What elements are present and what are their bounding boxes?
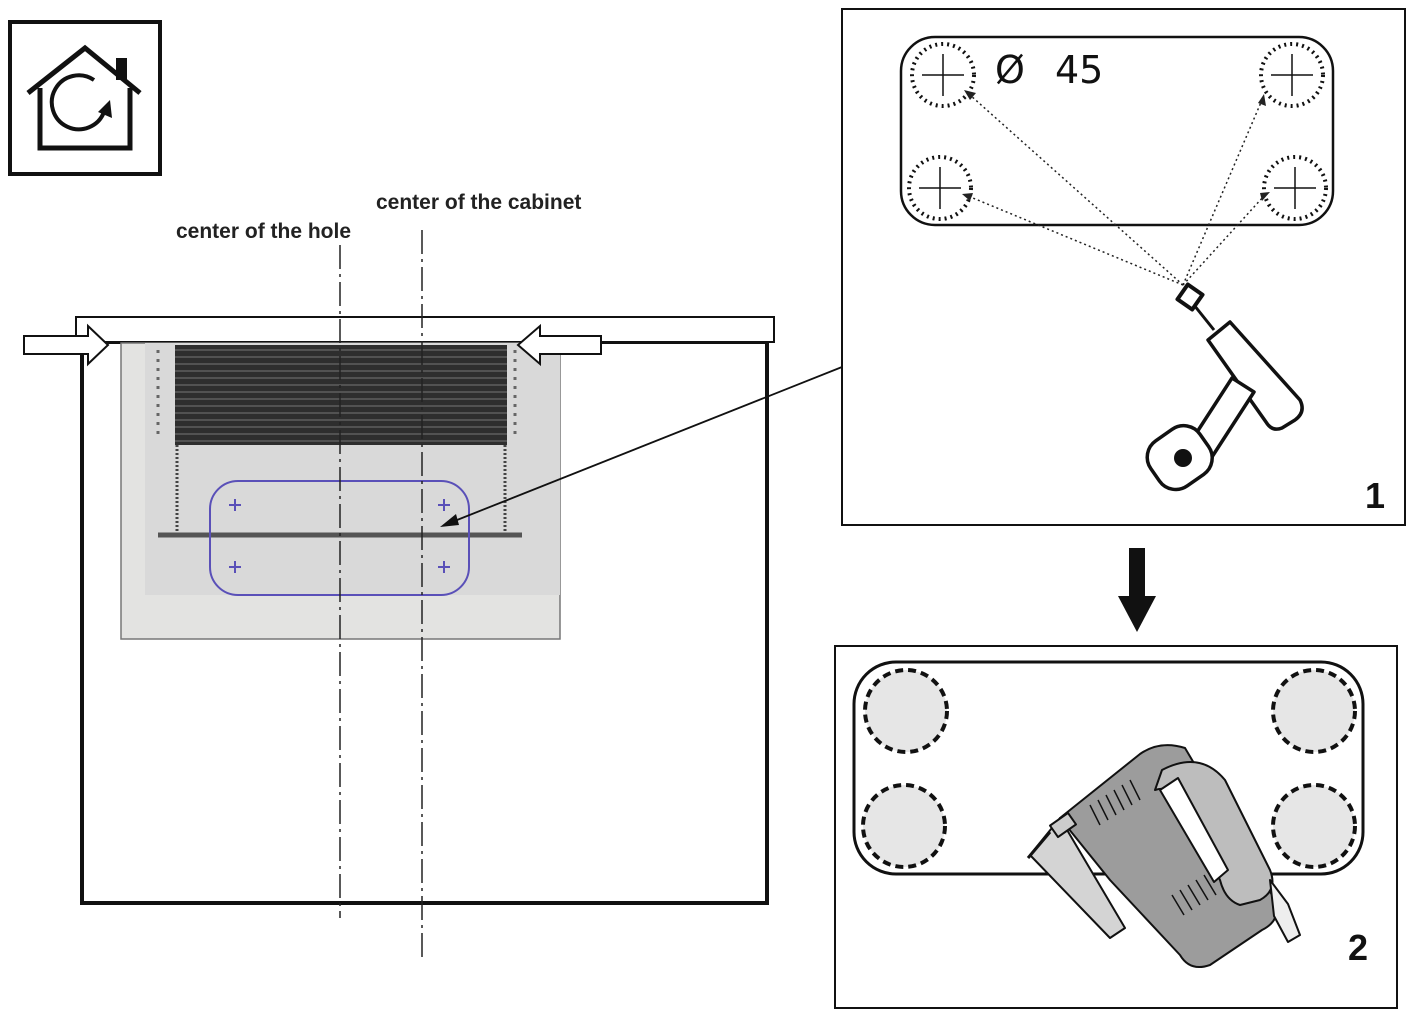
label-center-cabinet: center of the cabinet — [376, 191, 581, 214]
drill-hole-marker — [910, 42, 976, 108]
arrow-left-icon — [516, 323, 602, 367]
cut-hole — [861, 783, 947, 869]
jigsaw-icon — [1026, 744, 1301, 968]
diameter-symbol: Ø — [995, 48, 1025, 92]
cut-hole — [863, 668, 949, 754]
drill-icon — [1145, 282, 1304, 492]
label-center-hole: center of the hole — [176, 220, 351, 243]
leader-line — [440, 366, 843, 527]
drill-hole-marker — [1259, 42, 1325, 108]
cabinet — [75, 316, 775, 905]
panel-step-2: 2 — [834, 645, 1398, 1009]
cut-hole — [1271, 783, 1357, 869]
arrow-down-icon — [1118, 548, 1156, 632]
diameter-value: 45 — [1055, 48, 1103, 92]
arrow-right-icon — [23, 323, 110, 367]
cut-hole — [1271, 668, 1357, 754]
drill-hole-marker — [907, 155, 973, 221]
step-number-2: 2 — [1348, 927, 1368, 968]
step-number-1: 1 — [1365, 475, 1385, 516]
grille — [156, 345, 522, 538]
panel-step-1: Ø 45 1 — [841, 8, 1406, 526]
drill-hole-marker — [1262, 155, 1328, 221]
house-rotate-icon — [8, 20, 162, 176]
